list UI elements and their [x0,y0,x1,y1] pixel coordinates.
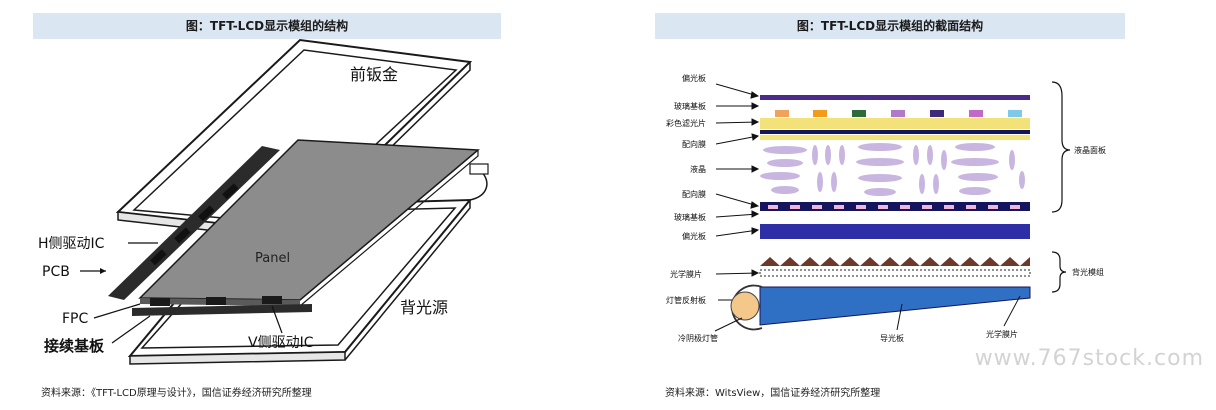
watermark: www.767stock.com [974,346,1204,371]
layer-filter-yellow [760,118,1030,129]
layer-color-filter-dots [775,110,1022,117]
label-polarizer-top: 偏光板 [682,73,706,83]
brace-backlight [1051,251,1067,293]
layer-alignment-bottom [760,202,1030,211]
layer-optical-film [759,269,1031,277]
label-alignment-top: 配向膜 [682,139,706,149]
layer-polarizer-bottom [760,224,1030,239]
right-title: 图：TFT-LCD显示模组的截面结构 [655,13,1125,39]
label-fpc: FPC [62,311,88,327]
label-light-guide: 导光板 [880,333,904,343]
label-lcd-panel-group: 液晶面板 [1074,145,1106,155]
ccfl-lamp [730,291,760,321]
label-pcb: PCB [42,264,70,280]
layer-prism-film [760,257,1030,266]
tft-pixels [768,205,1020,209]
label-backlight: 背光源 [400,298,448,317]
lcd-cross-section-diagram: 偏光板 玻璃基板 彩色滤光片 配向膜 液晶 配向膜 玻璃基板 偏光板 光学膜片 … [666,73,1106,343]
label-ccfl: 冷阴极灯管 [678,333,718,343]
left-title: 图：TFT-LCD显示模组的结构 [33,13,501,39]
layer-alignment-top [760,135,1030,140]
layer-glass-top [760,130,1030,134]
right-source: 资料来源：WitsView，国信证券经济研究所整理 [665,388,881,399]
panel-layer [138,139,480,307]
label-optical-film: 光学膜片 [670,269,702,279]
h-side-pcb-strip [108,146,280,300]
label-h-driver: H侧驱动IC [38,236,105,252]
label-lamp-reflector: 灯管反射板 [666,295,706,305]
brace-lcd-panel [1051,81,1071,213]
label-v-driver: V侧驱动IC [248,335,314,351]
label-glass-bottom: 玻璃基板 [674,212,706,222]
label-panel: Panel [255,251,290,266]
label-polarizer-bottom: 偏光板 [682,231,706,241]
layer-polarizer-top [760,95,1030,100]
label-alignment-bottom: 配向膜 [682,189,706,199]
lcd-module-exploded-diagram: 前钣金 Panel H侧驱动IC PCB FPC 接续基板 V侧驱动IC 背光源 [38,38,489,365]
left-source: 资料来源：《TFT-LCD原理与设计》，国信证券经济研究所整理 [41,388,312,399]
label-optical-film-bottom: 光学膜片 [986,329,1018,339]
label-liquid-crystal: 液晶 [690,164,706,174]
label-connector: 接续基板 [44,337,105,355]
v-side-connector-strip [132,296,312,316]
label-front-bezel: 前钣金 [350,65,398,84]
layer-light-guide [759,286,1031,326]
label-color-filter: 彩色滤光片 [666,118,706,128]
label-backlight-group: 背光模组 [1072,267,1104,277]
liquid-crystal-molecules [760,143,1025,196]
label-glass-top: 玻璃基板 [674,101,706,111]
